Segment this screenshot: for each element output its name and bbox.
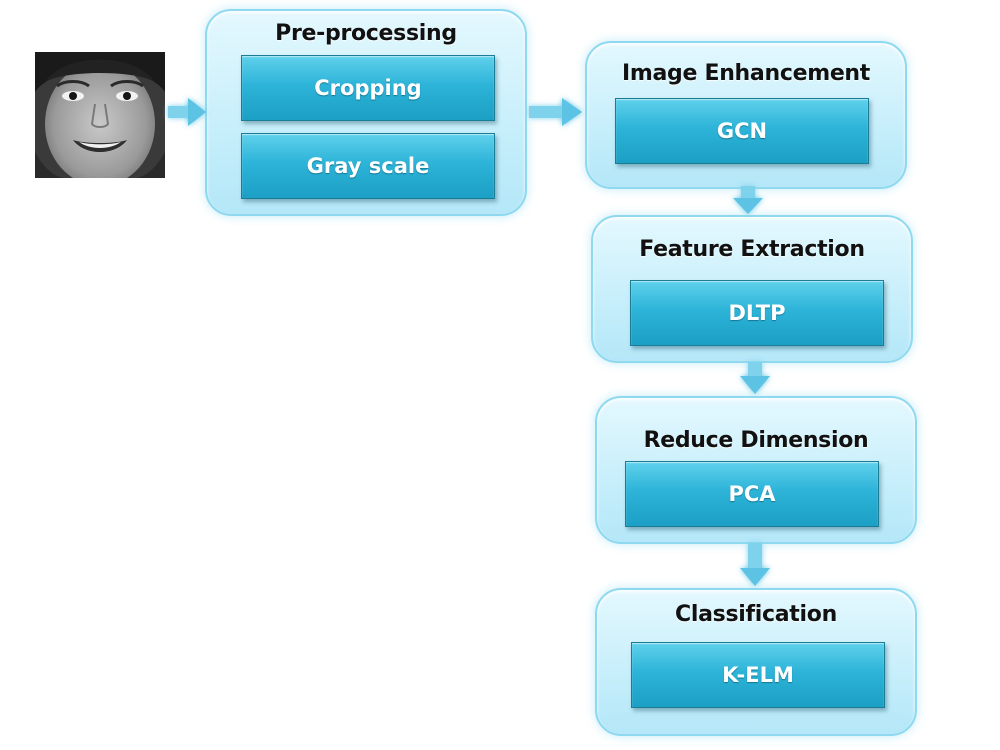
arrow-down-icon [733, 186, 763, 214]
arrow-down-icon [740, 543, 770, 586]
image-enhancement-box: Image Enhancement GCN [585, 41, 907, 189]
kelm-step: K-ELM [631, 642, 885, 708]
gcn-step: GCN [615, 98, 869, 164]
input-face-photo [35, 52, 165, 178]
classification-box: Classification K-ELM [595, 588, 917, 736]
feature-extraction-box: Feature Extraction DLTP [591, 215, 913, 363]
pca-step: PCA [625, 461, 879, 527]
preprocessing-title: Pre-processing [275, 21, 457, 46]
preprocessing-box: Pre-processing Cropping Gray scale [205, 9, 527, 216]
classification-title: Classification [675, 602, 837, 627]
face-icon [35, 52, 165, 178]
reduce-dimension-title: Reduce Dimension [643, 428, 869, 453]
arrow-down-icon [740, 362, 770, 394]
feature-extraction-title: Feature Extraction [639, 237, 865, 262]
cropping-step: Cropping [241, 55, 495, 121]
grayscale-step: Gray scale [241, 133, 495, 199]
image-enhancement-title: Image Enhancement [621, 61, 871, 86]
arrow-right-icon [168, 98, 206, 126]
arrow-right-icon [529, 98, 582, 126]
dltp-step: DLTP [630, 280, 884, 346]
